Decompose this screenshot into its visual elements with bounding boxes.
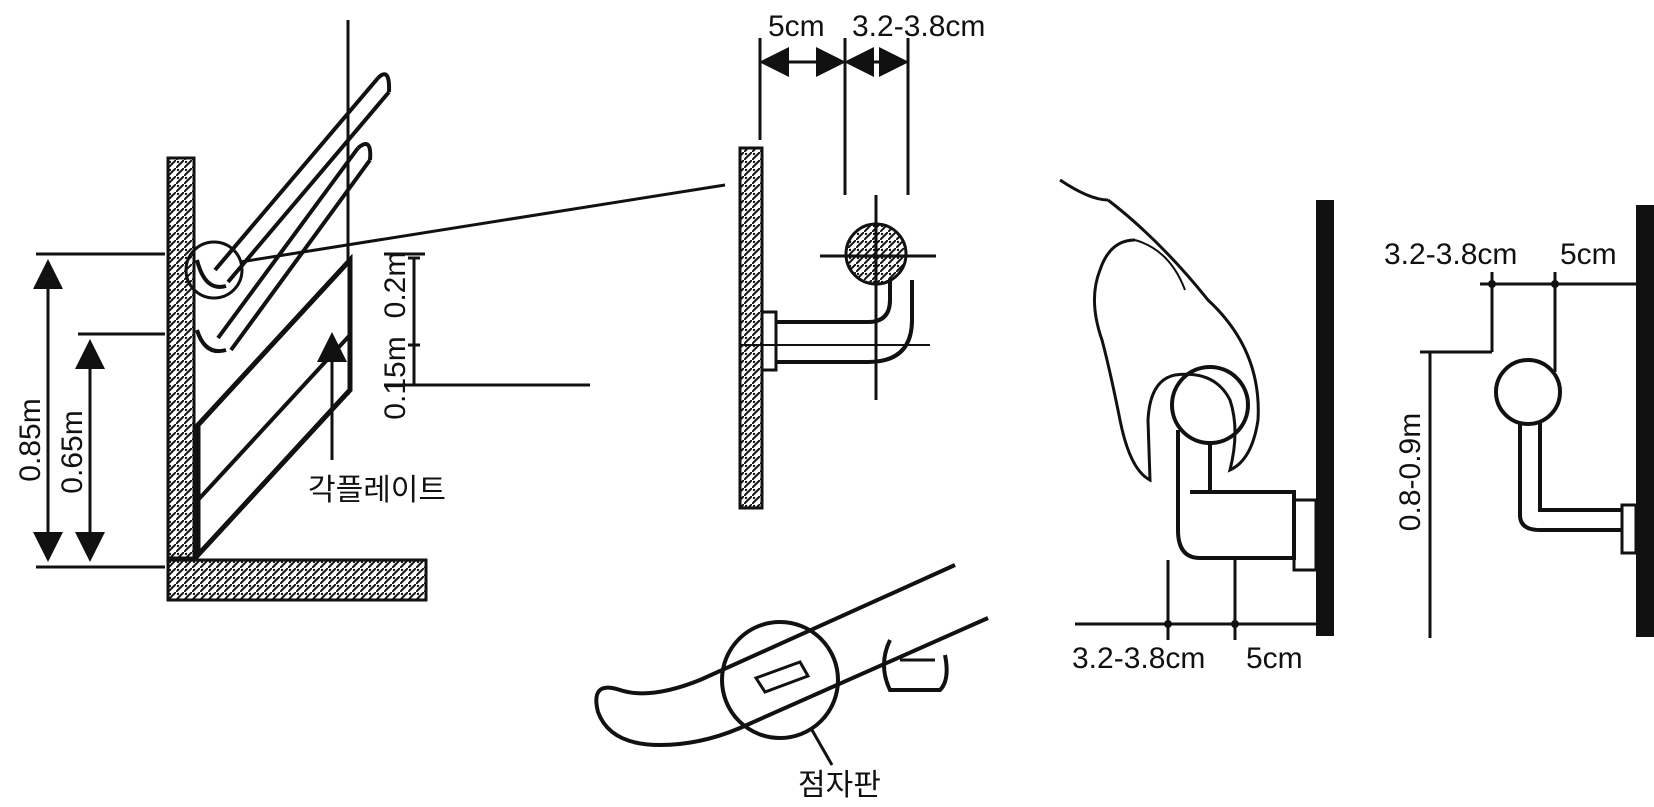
braille-plate xyxy=(753,660,811,694)
dim-5cm-label: 5cm xyxy=(768,10,825,43)
upper-handrail xyxy=(213,72,392,284)
grip-rail-circle xyxy=(1170,365,1250,445)
wall-solid-right xyxy=(1636,205,1654,637)
figure-stair-handrail-elevation: 0.85m 0.65m 0.2m 0.15m 각플레이트 xyxy=(14,20,726,602)
lower-handrail xyxy=(216,142,373,352)
dim-grip-3-2-3-8cm-label: 3.2-3.8cm xyxy=(1072,642,1205,675)
dim-3-2-3-8cm-label: 3.2-3.8cm xyxy=(852,10,985,43)
dim-0-65m-label: 0.65m xyxy=(56,410,89,493)
plate-label: 각플레이트 xyxy=(308,473,446,508)
wall-hatch xyxy=(166,156,196,560)
detail-circle xyxy=(184,240,244,300)
figure-rail-height: 3.2-3.8cm 5cm 0.8-0.9m xyxy=(1384,205,1654,638)
dim-grip-5cm-label: 5cm xyxy=(1246,642,1303,675)
height-rail-circle xyxy=(1494,358,1562,426)
dim-0-15m-label: 0.15m xyxy=(379,336,412,419)
figure-braille-plate: 점자판 xyxy=(594,563,989,803)
detail-leader-line xyxy=(239,183,726,264)
dim-0-85m-label: 0.85m xyxy=(14,398,47,481)
wall-solid xyxy=(1316,200,1334,636)
figure-hand-grip: 3.2-3.8cm 5cm xyxy=(1059,178,1334,675)
stair-plate xyxy=(195,253,353,562)
figure-handrail-section-detail: 5cm 3.2-3.8cm xyxy=(738,10,985,510)
dim-right-5cm-label: 5cm xyxy=(1560,238,1617,271)
braille-leader xyxy=(810,729,834,766)
dim-0-8-0-9m-label: 0.8-0.9m xyxy=(1394,413,1427,531)
braille-label: 점자판 xyxy=(798,768,881,803)
floor-hatch xyxy=(166,558,428,602)
rail-end-pipe xyxy=(594,563,989,748)
dim-0-2m-label: 0.2m xyxy=(379,252,412,319)
hand-outline xyxy=(1092,198,1260,483)
wall-section xyxy=(738,146,764,510)
dim-right-3-2-3-8cm-label: 3.2-3.8cm xyxy=(1384,238,1517,271)
braille-detail-circle xyxy=(720,620,840,740)
